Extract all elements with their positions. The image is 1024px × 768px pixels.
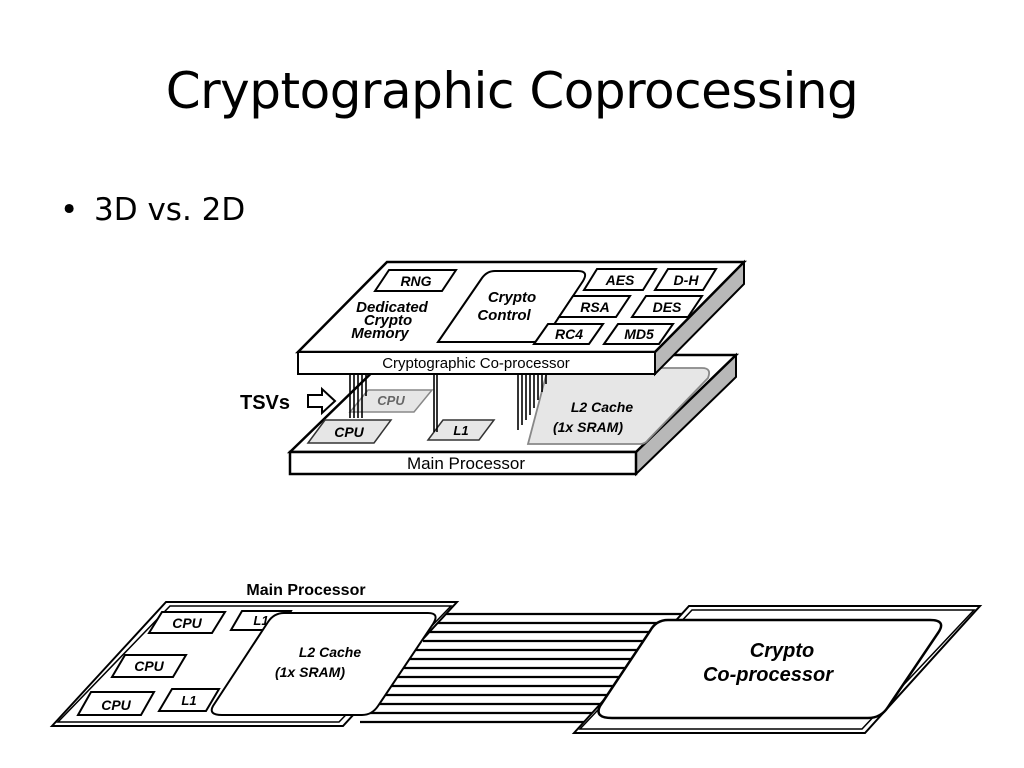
aes-label: AES	[605, 272, 635, 288]
dh-label: D-H	[674, 272, 700, 288]
l1-2d-bottom: L1	[157, 688, 221, 712]
cpu-2d-1: CPU	[147, 611, 227, 634]
control-line2: Control	[477, 307, 531, 324]
diagram-2d: Main Processor CPU	[49, 582, 983, 734]
main-processor-layer: Main Processor CPU CPU L1 L2 Cache (1x S…	[286, 352, 740, 477]
tsv-arrow-icon	[307, 386, 337, 416]
cpu-lower-label: CPU	[334, 424, 364, 440]
cpu-2d-2-label: CPU	[134, 658, 164, 674]
md5-label: MD5	[624, 326, 654, 342]
cpu-upper-label: CPU	[377, 393, 405, 408]
md5-block: MD5	[602, 323, 675, 345]
crypto-coprocessor-2d: Crypto Co-processor	[571, 605, 983, 734]
rng-block: RNG	[373, 269, 458, 292]
l1-2d-bottom-label: L1	[181, 693, 196, 708]
rsa-label: RSA	[580, 299, 610, 315]
main-processor-label: Main Processor	[407, 454, 525, 473]
rng-label: RNG	[400, 273, 431, 289]
tsv-callout: TSVs	[240, 386, 337, 416]
bullet-dot: •	[60, 192, 79, 228]
memory-line2: Crypto	[364, 312, 412, 329]
memory-line3: Memory	[351, 325, 409, 342]
cpu-2d-1-label: CPU	[172, 615, 202, 631]
control-line1: Crypto	[488, 289, 536, 306]
l2-cache-block: L2 Cache (1x SRAM)	[526, 367, 711, 445]
main-processor-2d-label: Main Processor	[246, 582, 365, 599]
des-label: DES	[653, 299, 682, 315]
bullet-item: • 3D vs. 2D	[60, 192, 245, 228]
l2-label-line2: (1x SRAM)	[553, 419, 623, 435]
l2-label-line1: L2 Cache	[571, 399, 633, 415]
crypto-2d-line2: Co-processor	[703, 664, 834, 686]
l1-block: L1	[426, 419, 496, 441]
cpu-2d-2: CPU	[110, 654, 188, 678]
dh-block: D-H	[653, 268, 718, 291]
l2-2d-line2: (1x SRAM)	[275, 664, 345, 680]
rc4-label: RC4	[555, 326, 583, 342]
crypto-coprocessor-layer: Cryptographic Co-processor RNG Dedicated…	[295, 259, 747, 377]
crypto-coprocessor-label: Cryptographic Co-processor	[382, 355, 570, 372]
rc4-block: RC4	[532, 323, 605, 345]
l1-label: L1	[453, 423, 468, 438]
crypto-memory-block: Dedicated Crypto Memory	[351, 299, 428, 342]
diagram-3d: Main Processor CPU CPU L1 L2 Cache (1x S…	[240, 259, 747, 477]
main-processor-2d: CPU L1 CPU CPU L1 L2 Cache (1x SRAM)	[49, 601, 460, 727]
crypto-2d-line1: Crypto	[750, 640, 814, 662]
memory-line1: Dedicated	[356, 299, 429, 316]
rsa-block: RSA	[557, 295, 632, 318]
des-block: DES	[630, 295, 704, 318]
slide-title: Cryptographic Coprocessing	[165, 62, 859, 120]
cpu-block-lower: CPU	[306, 419, 393, 444]
l2-2d-line1: L2 Cache	[299, 644, 361, 660]
aes-block: AES	[582, 268, 658, 291]
bullet-text: 3D vs. 2D	[94, 192, 246, 228]
cpu-2d-3: CPU	[76, 691, 156, 716]
tsv-label: TSVs	[240, 392, 290, 414]
l1-2d-top-label: L1	[253, 613, 268, 628]
tsv-lines	[349, 373, 547, 432]
cpu-2d-3-label: CPU	[101, 697, 131, 713]
interconnect-bus	[360, 612, 692, 724]
l2-cache-2d: L2 Cache (1x SRAM)	[210, 612, 437, 716]
